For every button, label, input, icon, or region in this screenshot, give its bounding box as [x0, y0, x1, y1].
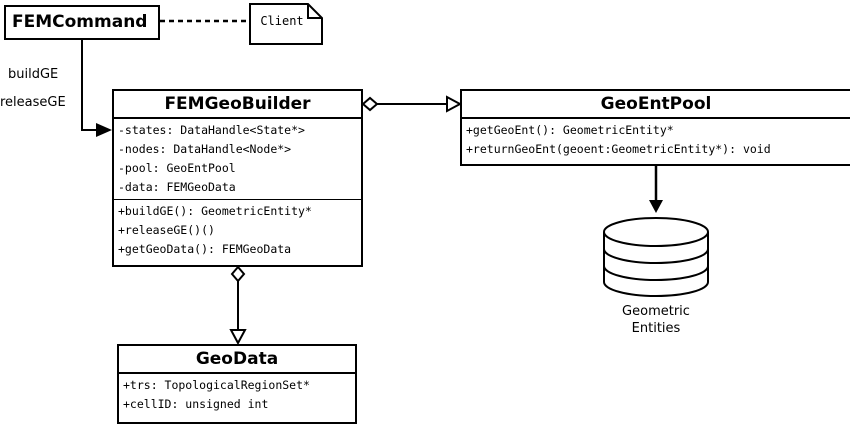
- note-fold: [307, 4, 322, 19]
- pool-arrowhead: [446, 95, 463, 113]
- database-cylinder-icon: [603, 217, 709, 297]
- geo-ent-pool-operations: +getGeoEnt(): GeometricEntity* +returnGe…: [462, 119, 850, 161]
- client-note: Client: [250, 4, 314, 44]
- note-shape: [249, 3, 323, 45]
- fem-geo-builder-attributes: -states: DataHandle<State*> -nodes: Data…: [114, 119, 361, 200]
- attribute-row: +cellID: unsigned int: [123, 397, 269, 411]
- geodata-arrowhead: [229, 329, 247, 346]
- storage-label: Geometric Entities: [596, 303, 716, 337]
- command-to-builder-arrow: [81, 40, 104, 131]
- attribute-row: -pool: GeoEntPool: [118, 161, 236, 175]
- geo-data-title: GeoData: [119, 346, 355, 374]
- operation-row: +releaseGE()(): [118, 223, 215, 237]
- attribute-row: -nodes: DataHandle<Node*>: [118, 142, 292, 156]
- attribute-row: -states: DataHandle<State*>: [118, 123, 305, 137]
- operation-row: +getGeoEnt(): GeometricEntity*: [466, 123, 674, 137]
- storage-label-line2: Entities: [631, 321, 681, 336]
- attribute-row: +trs: TopologicalRegionSet*: [123, 378, 310, 392]
- fem-command-class[interactable]: FEMCommand: [4, 5, 160, 40]
- geo-data-attributes: +trs: TopologicalRegionSet* +cellID: uns…: [119, 374, 355, 416]
- attribute-row: -data: FEMGeoData: [118, 180, 236, 194]
- release-ge-label: releaseGE: [0, 95, 66, 110]
- aggregation-diamond-geodata: [230, 265, 246, 283]
- fem-geo-builder-operations: +buildGE(): GeometricEntity* +releaseGE(…: [114, 200, 361, 261]
- operation-row: +returnGeoEnt(geoent:GeometricEntity*): …: [466, 142, 771, 156]
- command-arrowhead: [96, 123, 112, 137]
- storage-label-line1: Geometric: [622, 304, 690, 319]
- client-note-text: Client: [260, 14, 304, 28]
- geo-ent-pool-class[interactable]: GeoEntPool +getGeoEnt(): GeometricEntity…: [460, 89, 850, 166]
- fem-command-title: FEMCommand: [12, 12, 148, 32]
- storage-arrowhead: [649, 200, 663, 213]
- operation-row: +buildGE(): GeometricEntity*: [118, 204, 312, 218]
- aggregation-diamond-pool: [361, 96, 379, 112]
- build-ge-label: buildGE: [8, 67, 59, 82]
- operation-row: +getGeoData(): FEMGeoData: [118, 242, 292, 256]
- geo-ent-pool-title: GeoEntPool: [462, 91, 850, 119]
- fem-geo-builder-title: FEMGeoBuilder: [114, 91, 361, 119]
- fem-geo-builder-class[interactable]: FEMGeoBuilder -states: DataHandle<State*…: [112, 89, 363, 267]
- geo-data-class[interactable]: GeoData +trs: TopologicalRegionSet* +cel…: [117, 344, 357, 424]
